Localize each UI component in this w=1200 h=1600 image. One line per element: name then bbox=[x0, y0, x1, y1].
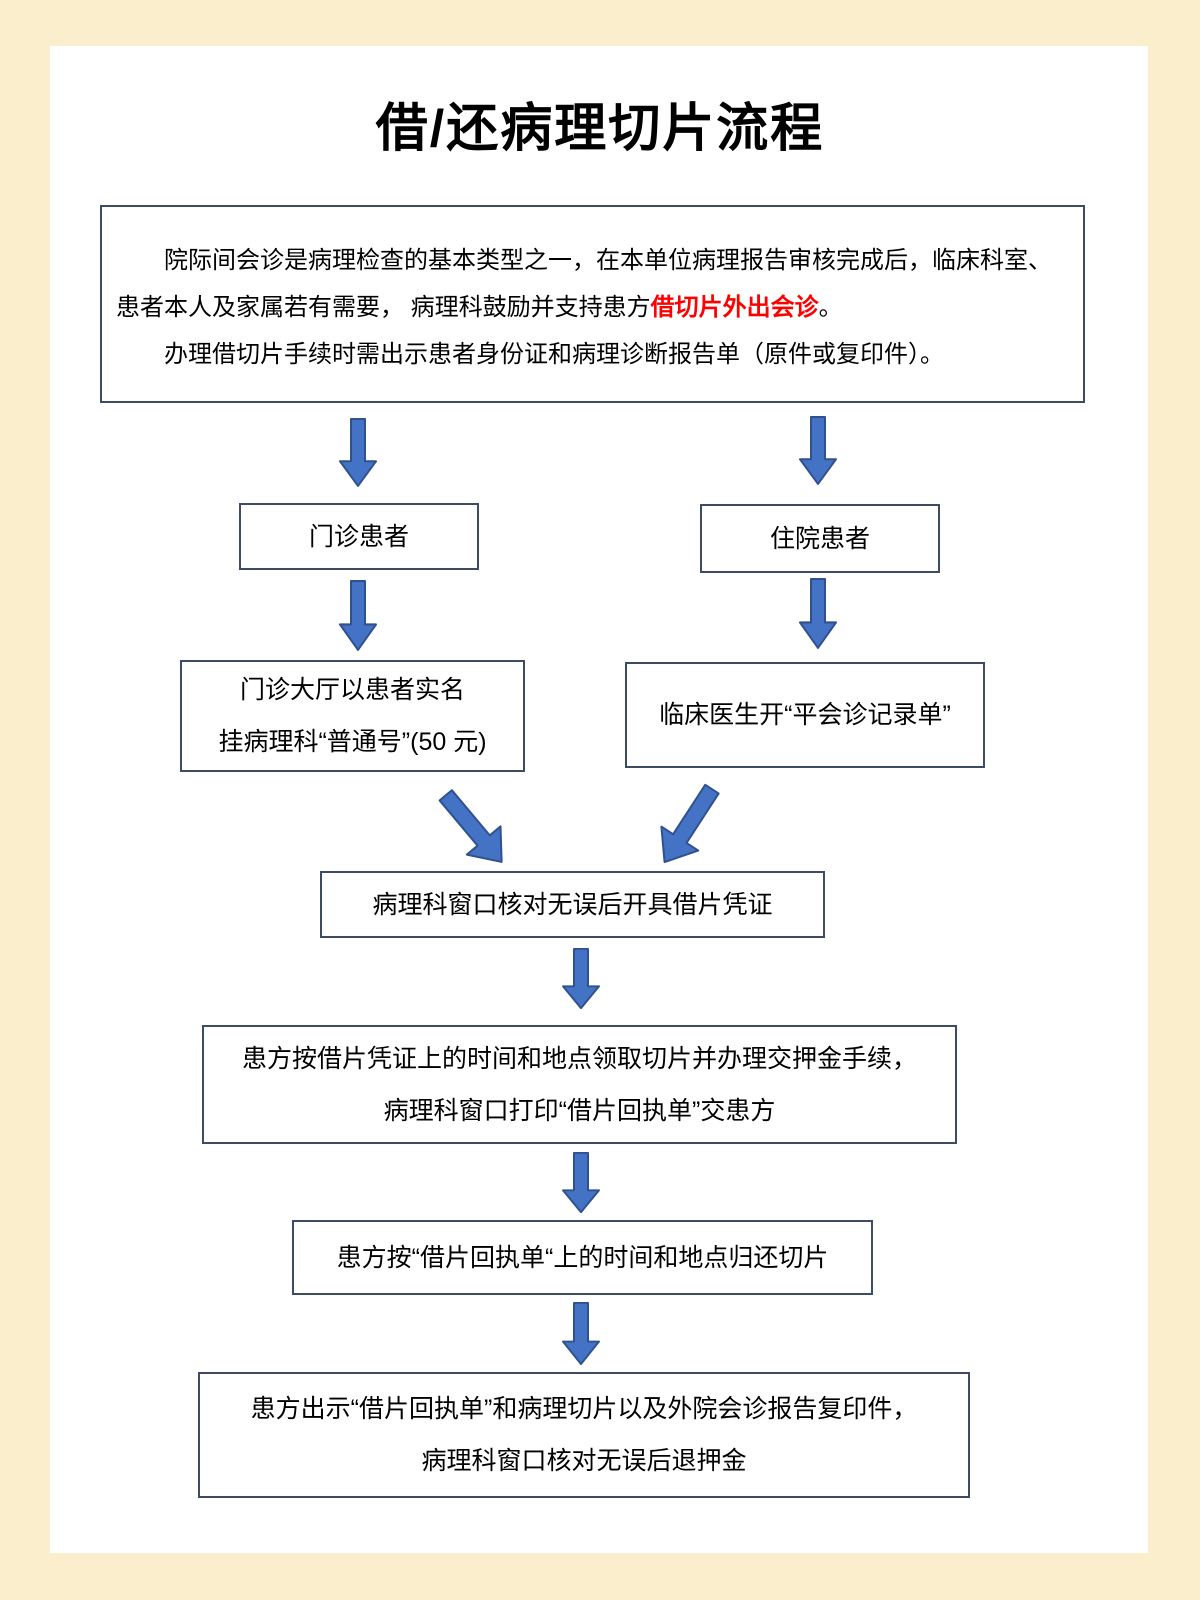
arrow-down-icon bbox=[798, 416, 838, 486]
flow-node-return: 患方按“借片回执单“上的时间和地点归还切片 bbox=[292, 1220, 873, 1295]
intro-line-2-text: 患者本人及家属若有需要， 病理科鼓励并支持患方 bbox=[116, 294, 651, 321]
flow-node-inpatient-step-label: 临床医生开“平会诊记录单” bbox=[659, 701, 951, 729]
arrow-down-icon bbox=[561, 1152, 601, 1214]
flow-node-refund: 患方出示“借片回执单”和病理切片以及外院会诊报告复印件， 病理科窗口核对无误后退… bbox=[198, 1372, 970, 1498]
flow-node-pickup-line1: 患方按借片凭证上的时间和地点领取切片并办理交押金手续， bbox=[241, 1044, 917, 1073]
arrow-down-icon bbox=[338, 580, 378, 652]
arrow-down-icon bbox=[798, 578, 838, 650]
arrow-down-left-icon bbox=[644, 776, 732, 877]
flow-node-pickup-line2: 病理科窗口打印“借片回执单”交患方 bbox=[383, 1096, 776, 1125]
flow-node-outpatient-step-line1: 门诊大厅以患者实名 bbox=[239, 676, 465, 704]
page-title: 借/还病理切片流程 bbox=[375, 100, 825, 158]
flow-node-return-label: 患方按“借片回执单“上的时间和地点归还切片 bbox=[336, 1243, 829, 1272]
flow-node-refund-line1: 患方出示“借片回执单”和病理切片以及外院会诊报告复印件， bbox=[250, 1395, 918, 1423]
arrow-down-icon bbox=[561, 1302, 601, 1366]
flow-node-refund-line2: 病理科窗口核对无误后退押金 bbox=[421, 1447, 747, 1475]
intro-box: 院际间会诊是病理检查的基本类型之一，在本单位病理报告审核完成后，临床科室、 患者… bbox=[100, 205, 1085, 403]
intro-highlight-text: 借切片外出会诊 bbox=[650, 294, 819, 321]
flow-node-pickup: 患方按借片凭证上的时间和地点领取切片并办理交押金手续， 病理科窗口打印“借片回执… bbox=[202, 1025, 957, 1144]
flow-node-verify: 病理科窗口核对无误后开具借片凭证 bbox=[320, 871, 825, 938]
flow-node-outpatient: 门诊患者 bbox=[239, 503, 479, 570]
flow-node-outpatient-label: 门诊患者 bbox=[308, 522, 409, 551]
arrow-down-icon bbox=[338, 418, 378, 488]
intro-line-2-period: 。 bbox=[818, 294, 843, 321]
flow-node-inpatient-step: 临床医生开“平会诊记录单” bbox=[625, 662, 985, 768]
flow-node-outpatient-step-line2: 挂病理科“普通号”(50 元) bbox=[218, 728, 487, 756]
arrow-down-right-icon bbox=[427, 780, 520, 879]
intro-line-1: 院际间会诊是病理检查的基本类型之一，在本单位病理报告审核完成后，临床科室、 bbox=[164, 247, 1052, 274]
flow-node-outpatient-step: 门诊大厅以患者实名 挂病理科“普通号”(50 元) bbox=[180, 660, 525, 772]
flow-node-verify-label: 病理科窗口核对无误后开具借片凭证 bbox=[372, 890, 773, 919]
arrow-down-icon bbox=[561, 948, 601, 1010]
intro-line-2: 患者本人及家属若有需要， 病理科鼓励并支持患方借切片外出会诊。 bbox=[116, 284, 1069, 331]
flow-node-inpatient: 住院患者 bbox=[700, 504, 940, 573]
flow-node-inpatient-label: 住院患者 bbox=[769, 524, 870, 553]
intro-line-3: 办理借切片手续时需出示患者身份证和病理诊断报告单（原件或复印件）。 bbox=[164, 341, 944, 368]
